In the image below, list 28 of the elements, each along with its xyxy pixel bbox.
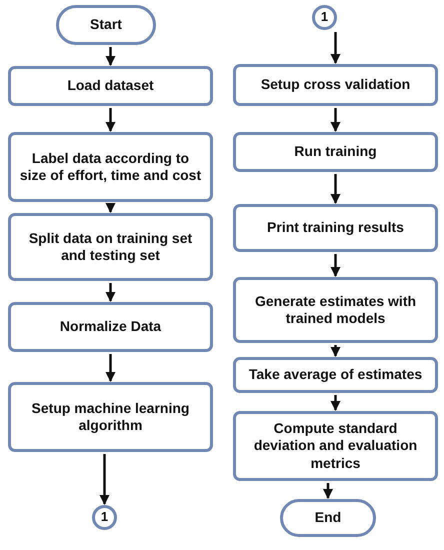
arrow xyxy=(106,283,116,302)
arrow xyxy=(106,108,116,132)
process-box: Compute standard deviation and evaluation metrics xyxy=(233,411,438,481)
arrow xyxy=(323,483,333,499)
process-box: Print training results xyxy=(233,204,438,252)
process-box: Setup cross validation xyxy=(233,64,438,106)
process-box: Setup machine learning algorithm xyxy=(8,382,213,452)
process-box: Label data according to size of effort, time and cost xyxy=(8,132,213,202)
process-box: Generate estimates with trained models xyxy=(233,277,438,343)
arrow xyxy=(330,174,340,204)
arrow xyxy=(106,47,116,66)
process-box: Normalize Data xyxy=(8,302,213,352)
arrow xyxy=(330,395,340,411)
arrow xyxy=(100,454,110,505)
terminal-box: End xyxy=(280,499,376,537)
process-box: Run training xyxy=(233,132,438,172)
arrow xyxy=(330,32,340,64)
arrow xyxy=(330,108,340,132)
process-box: Load dataset xyxy=(8,66,213,106)
terminal-box: Start xyxy=(56,5,156,45)
arrow xyxy=(330,254,340,277)
connector-circle: 1 xyxy=(92,505,117,530)
process-box: Split data on training set and testing set xyxy=(8,213,213,281)
process-box: Take average of estimates xyxy=(233,357,438,393)
arrow xyxy=(330,345,340,357)
arrow xyxy=(106,354,116,382)
connector-circle: 1 xyxy=(312,5,337,30)
arrow xyxy=(106,203,116,213)
